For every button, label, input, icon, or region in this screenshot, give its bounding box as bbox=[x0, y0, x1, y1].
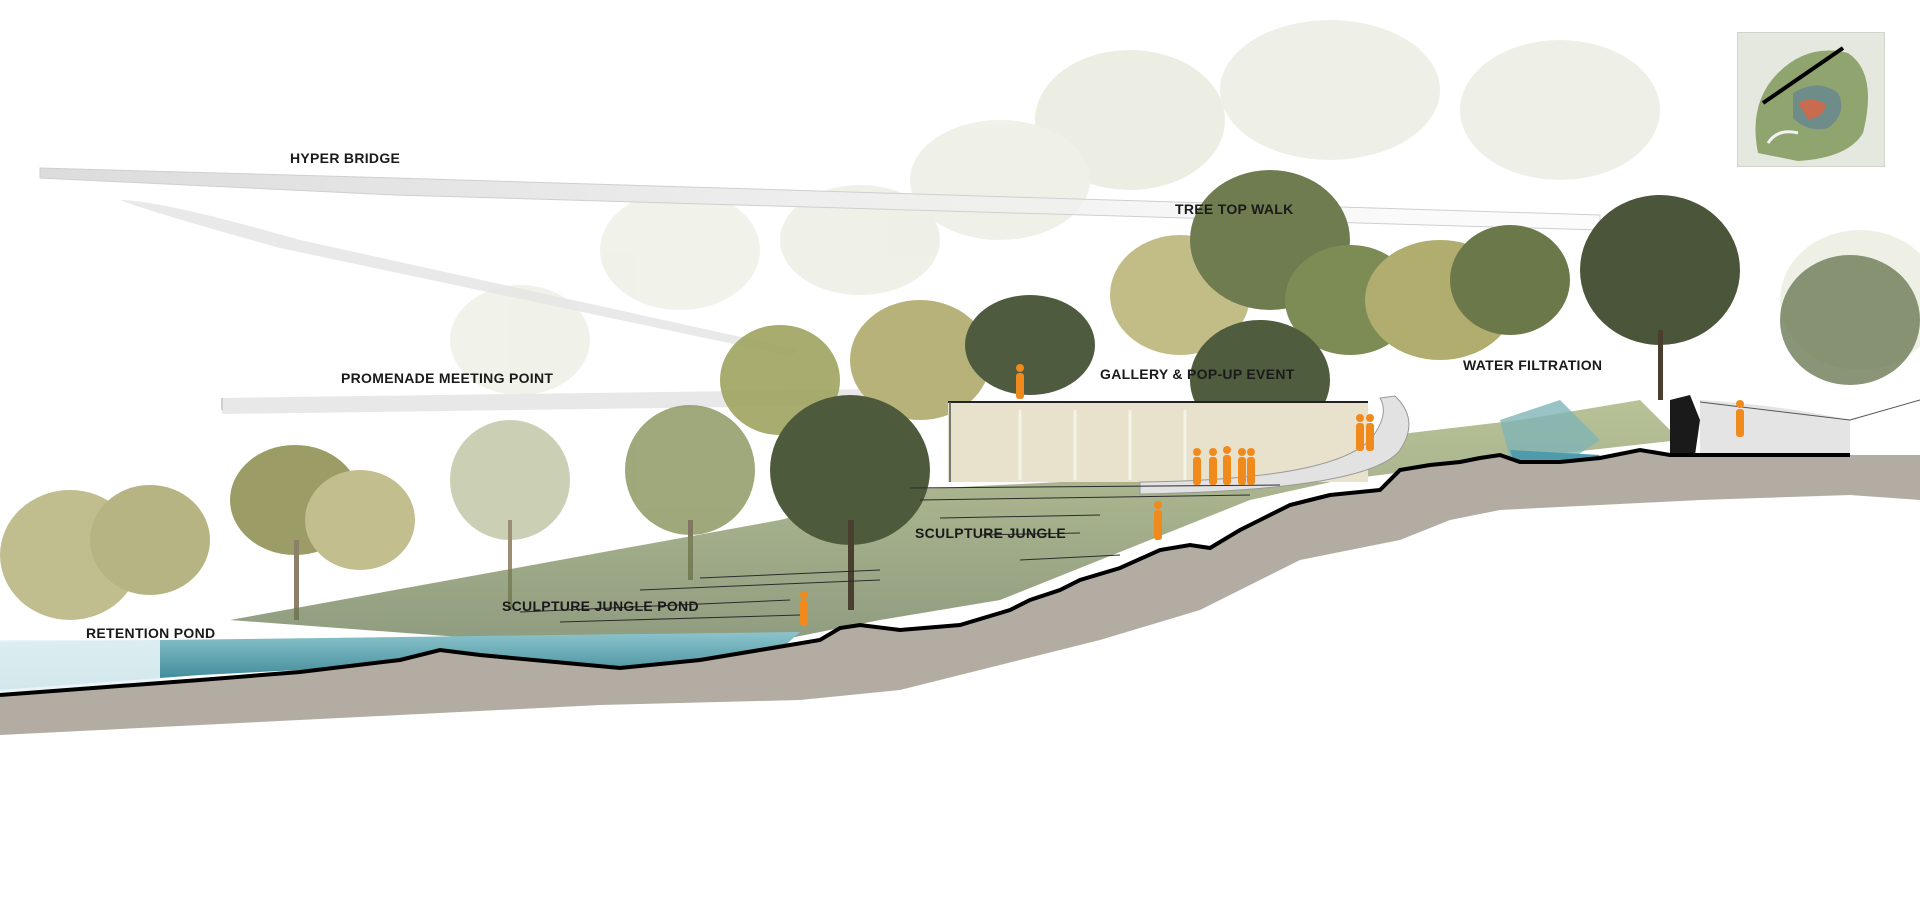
person-group-3 bbox=[1223, 446, 1231, 485]
label-sculpture-jungle-pond: SCULPTURE JUNGLE POND bbox=[502, 598, 699, 614]
label-tree-top-walk: TREE TOP WALK bbox=[1175, 201, 1294, 217]
person-ramp-2 bbox=[1366, 414, 1374, 451]
terrace-lines bbox=[519, 484, 1281, 623]
retention-pond-glow bbox=[0, 640, 160, 695]
middle-tree-group bbox=[720, 170, 1920, 610]
person-pond bbox=[800, 591, 808, 626]
person-group-5 bbox=[1247, 448, 1255, 485]
person-ramp-1 bbox=[1356, 414, 1364, 451]
person-group-2 bbox=[1209, 448, 1217, 485]
gallery-building bbox=[948, 401, 1368, 482]
curved-ramp bbox=[1139, 395, 1410, 495]
person-filtration bbox=[1736, 400, 1744, 437]
label-promenade-meeting-point: PROMENADE MEETING POINT bbox=[341, 370, 554, 386]
person-photographer bbox=[1016, 364, 1024, 399]
person-sculpture-jungle bbox=[1154, 501, 1162, 540]
left-tree-group bbox=[0, 405, 755, 620]
ground-section bbox=[0, 450, 1920, 735]
ground-profile-line bbox=[0, 447, 1850, 697]
label-hyper-bridge: HYPER BRIDGE bbox=[290, 150, 401, 166]
label-gallery-popup-event: GALLERY & POP-UP EVENT bbox=[1100, 366, 1295, 382]
person-group-1 bbox=[1193, 448, 1201, 485]
label-retention-pond: RETENTION POND bbox=[86, 625, 216, 641]
label-water-filtration: WATER FILTRATION bbox=[1463, 357, 1603, 373]
site-key-plan bbox=[1737, 32, 1885, 167]
key-plan-drawing bbox=[1738, 33, 1884, 166]
people-figures bbox=[800, 364, 1744, 626]
label-sculpture-jungle: SCULPTURE JUNGLE bbox=[915, 525, 1067, 541]
person-group-4 bbox=[1238, 448, 1246, 485]
